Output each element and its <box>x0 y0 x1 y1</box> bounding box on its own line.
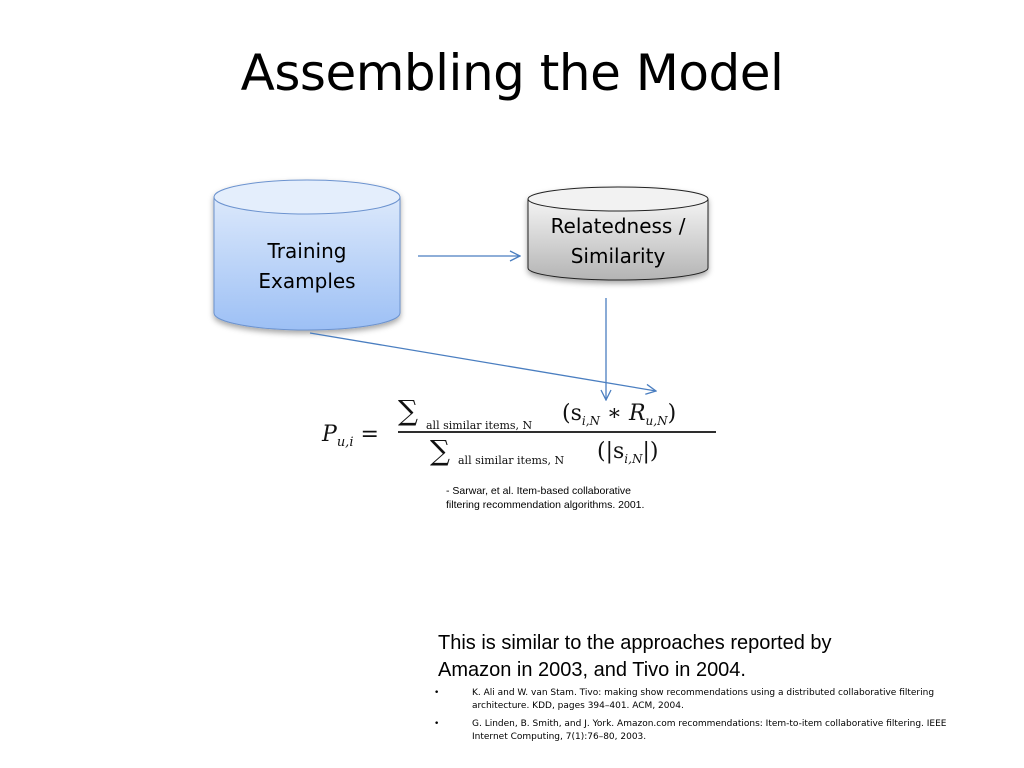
relatedness-label-line2: Similarity <box>570 244 666 268</box>
similar-approaches-note: This is similar to the approaches report… <box>438 630 958 684</box>
model-diagram: Pu,i = ∑ all similar items, N (si,N ∗ Ru… <box>213 179 716 467</box>
reference-line2: Internet Computing, 7(1):76–80, 2003. <box>472 732 647 742</box>
bullet-icon: • <box>434 688 440 698</box>
formula-lhs: P <box>321 422 338 447</box>
relatedness-label-line1: Relatedness / <box>550 214 686 238</box>
prediction-formula: Pu,i = ∑ all similar items, N (si,N ∗ Ru… <box>321 394 716 467</box>
denominator-sum-subscript: all similar items, N <box>458 454 565 467</box>
slide-title: Assembling the Model <box>240 44 784 102</box>
reference-list: • K. Ali and W. van Stam. Tivo: making s… <box>430 687 990 749</box>
reference-item: • G. Linden, B. Smith, and J. York. Amaz… <box>430 718 990 744</box>
note-line2: Amazon in 2003, and Tivo in 2004. <box>438 659 746 681</box>
training-label-line2: Examples <box>258 269 356 293</box>
training-label-line1: Training <box>267 239 347 263</box>
denominator-expression: (|si,N|) <box>597 439 658 466</box>
note-line1: This is similar to the approaches report… <box>438 632 832 654</box>
reference-line1: G. Linden, B. Smith, and J. York. Amazon… <box>472 719 947 729</box>
numerator-sum-symbol: ∑ <box>398 394 418 427</box>
relatedness-similarity-cylinder <box>527 186 709 281</box>
bullet-icon: • <box>434 719 440 729</box>
citation-line1: - Sarwar, et al. Item-based collaborativ… <box>446 485 632 497</box>
svg-text:Pu,i =: Pu,i = <box>321 422 379 450</box>
citation-line2: filtering recommendation algorithms. 200… <box>446 499 645 511</box>
relatedness-similarity-label: Relatedness / Similarity <box>528 211 708 271</box>
reference-item: • K. Ali and W. van Stam. Tivo: making s… <box>430 687 990 713</box>
formula-lhs-subscript: u,i <box>337 435 354 450</box>
denominator-sum-symbol: ∑ <box>430 434 450 467</box>
numerator-sum-subscript: all similar items, N <box>426 419 533 432</box>
training-examples-label: Training Examples <box>214 236 400 296</box>
arrow-training-to-formula <box>309 332 656 391</box>
reference-line2: architecture. KDD, pages 394–401. ACM, 2… <box>472 701 684 711</box>
reference-line1: K. Ali and W. van Stam. Tivo: making sho… <box>472 688 935 698</box>
training-examples-cylinder <box>213 179 401 331</box>
numerator-expression: (si,N ∗ Ru,N) <box>562 401 676 428</box>
sarwar-citation: - Sarwar, et al. Item-based collaborativ… <box>446 484 706 512</box>
